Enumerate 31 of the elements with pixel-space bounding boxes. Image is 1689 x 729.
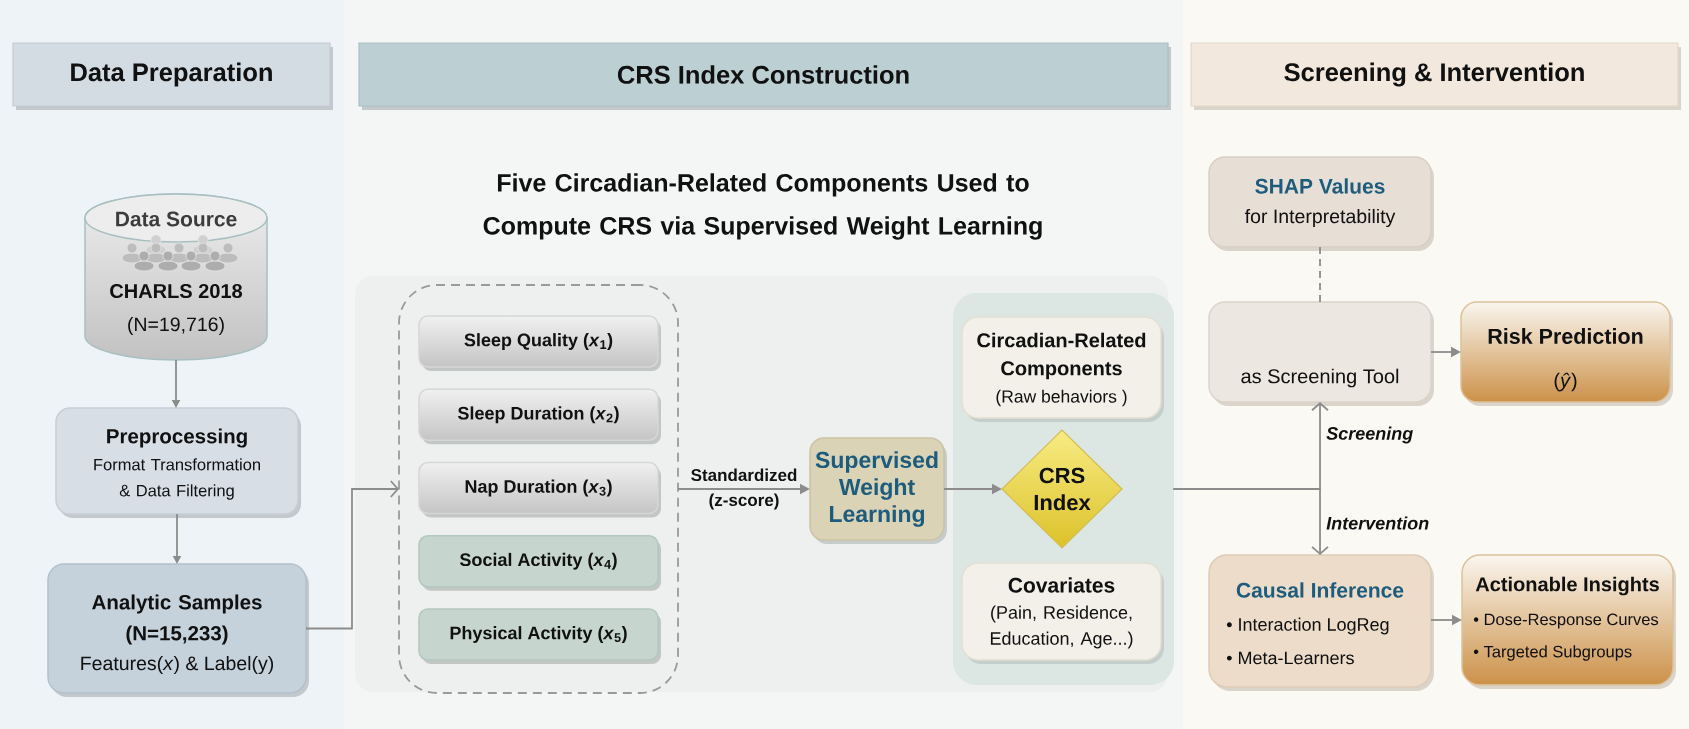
- edge-label: Intervention: [1326, 516, 1429, 530]
- connector-line: [1173, 488, 1321, 490]
- arrow: [1311, 402, 1329, 490]
- process-box: Causal Inference • Interaction LogReg • Meta-Learners: [1208, 554, 1434, 691]
- process-box: as Screening Tool: [1208, 301, 1434, 406]
- edge-label: Screening: [1326, 426, 1413, 444]
- process-box: Analytic Samples (N=15,233) Features(x) & Label(y): [47, 563, 309, 697]
- result-box: Risk Prediction (ŷ): [1460, 301, 1673, 406]
- process-box: Covariates (Pain, Residence, Education, Age...): [961, 562, 1164, 664]
- component-box: Physical Activity (x$_{5}$): [418, 608, 661, 664]
- heading: Five Circadian-Related Components Used to Compute CRS via Supervised Weight Learning: [483, 173, 1042, 240]
- node-label: (N=19,716): [128, 316, 224, 336]
- process-box: Circadian-Related Components (Raw behaviors ): [961, 316, 1164, 422]
- result-box: Actionable Insights • Dose-Response Curves • Targeted Subgroups: [1461, 554, 1676, 689]
- dashed-group-box: [398, 284, 679, 694]
- component-box: Nap Duration (x$_{3}$): [418, 461, 661, 518]
- process-box: Supervised Weight Learning: [809, 437, 947, 544]
- section-header: CRS Index Construction: [358, 42, 1171, 110]
- process-box: SHAP Values for Interpretability: [1208, 156, 1434, 251]
- section-header: Screening & Intervention: [1190, 42, 1681, 110]
- edge-label: Standardized (z-score): [691, 468, 797, 510]
- component-box: Sleep Quality (x$_{1}$): [418, 315, 661, 371]
- node-label: Data Source: [116, 211, 237, 227]
- arrow: [1311, 488, 1329, 555]
- dashed-line: [1319, 246, 1321, 303]
- component-box: Sleep Duration (x$_{2}$): [418, 388, 661, 445]
- arrow: [305, 480, 399, 630]
- component-box: Social Activity (x$_{4}$): [418, 535, 661, 591]
- process-box: Preprocessing Format Transformation & Data Filtering: [55, 407, 301, 518]
- node-label: CHARLS 2018: [110, 283, 243, 299]
- section-header: Data Preparation: [12, 42, 333, 110]
